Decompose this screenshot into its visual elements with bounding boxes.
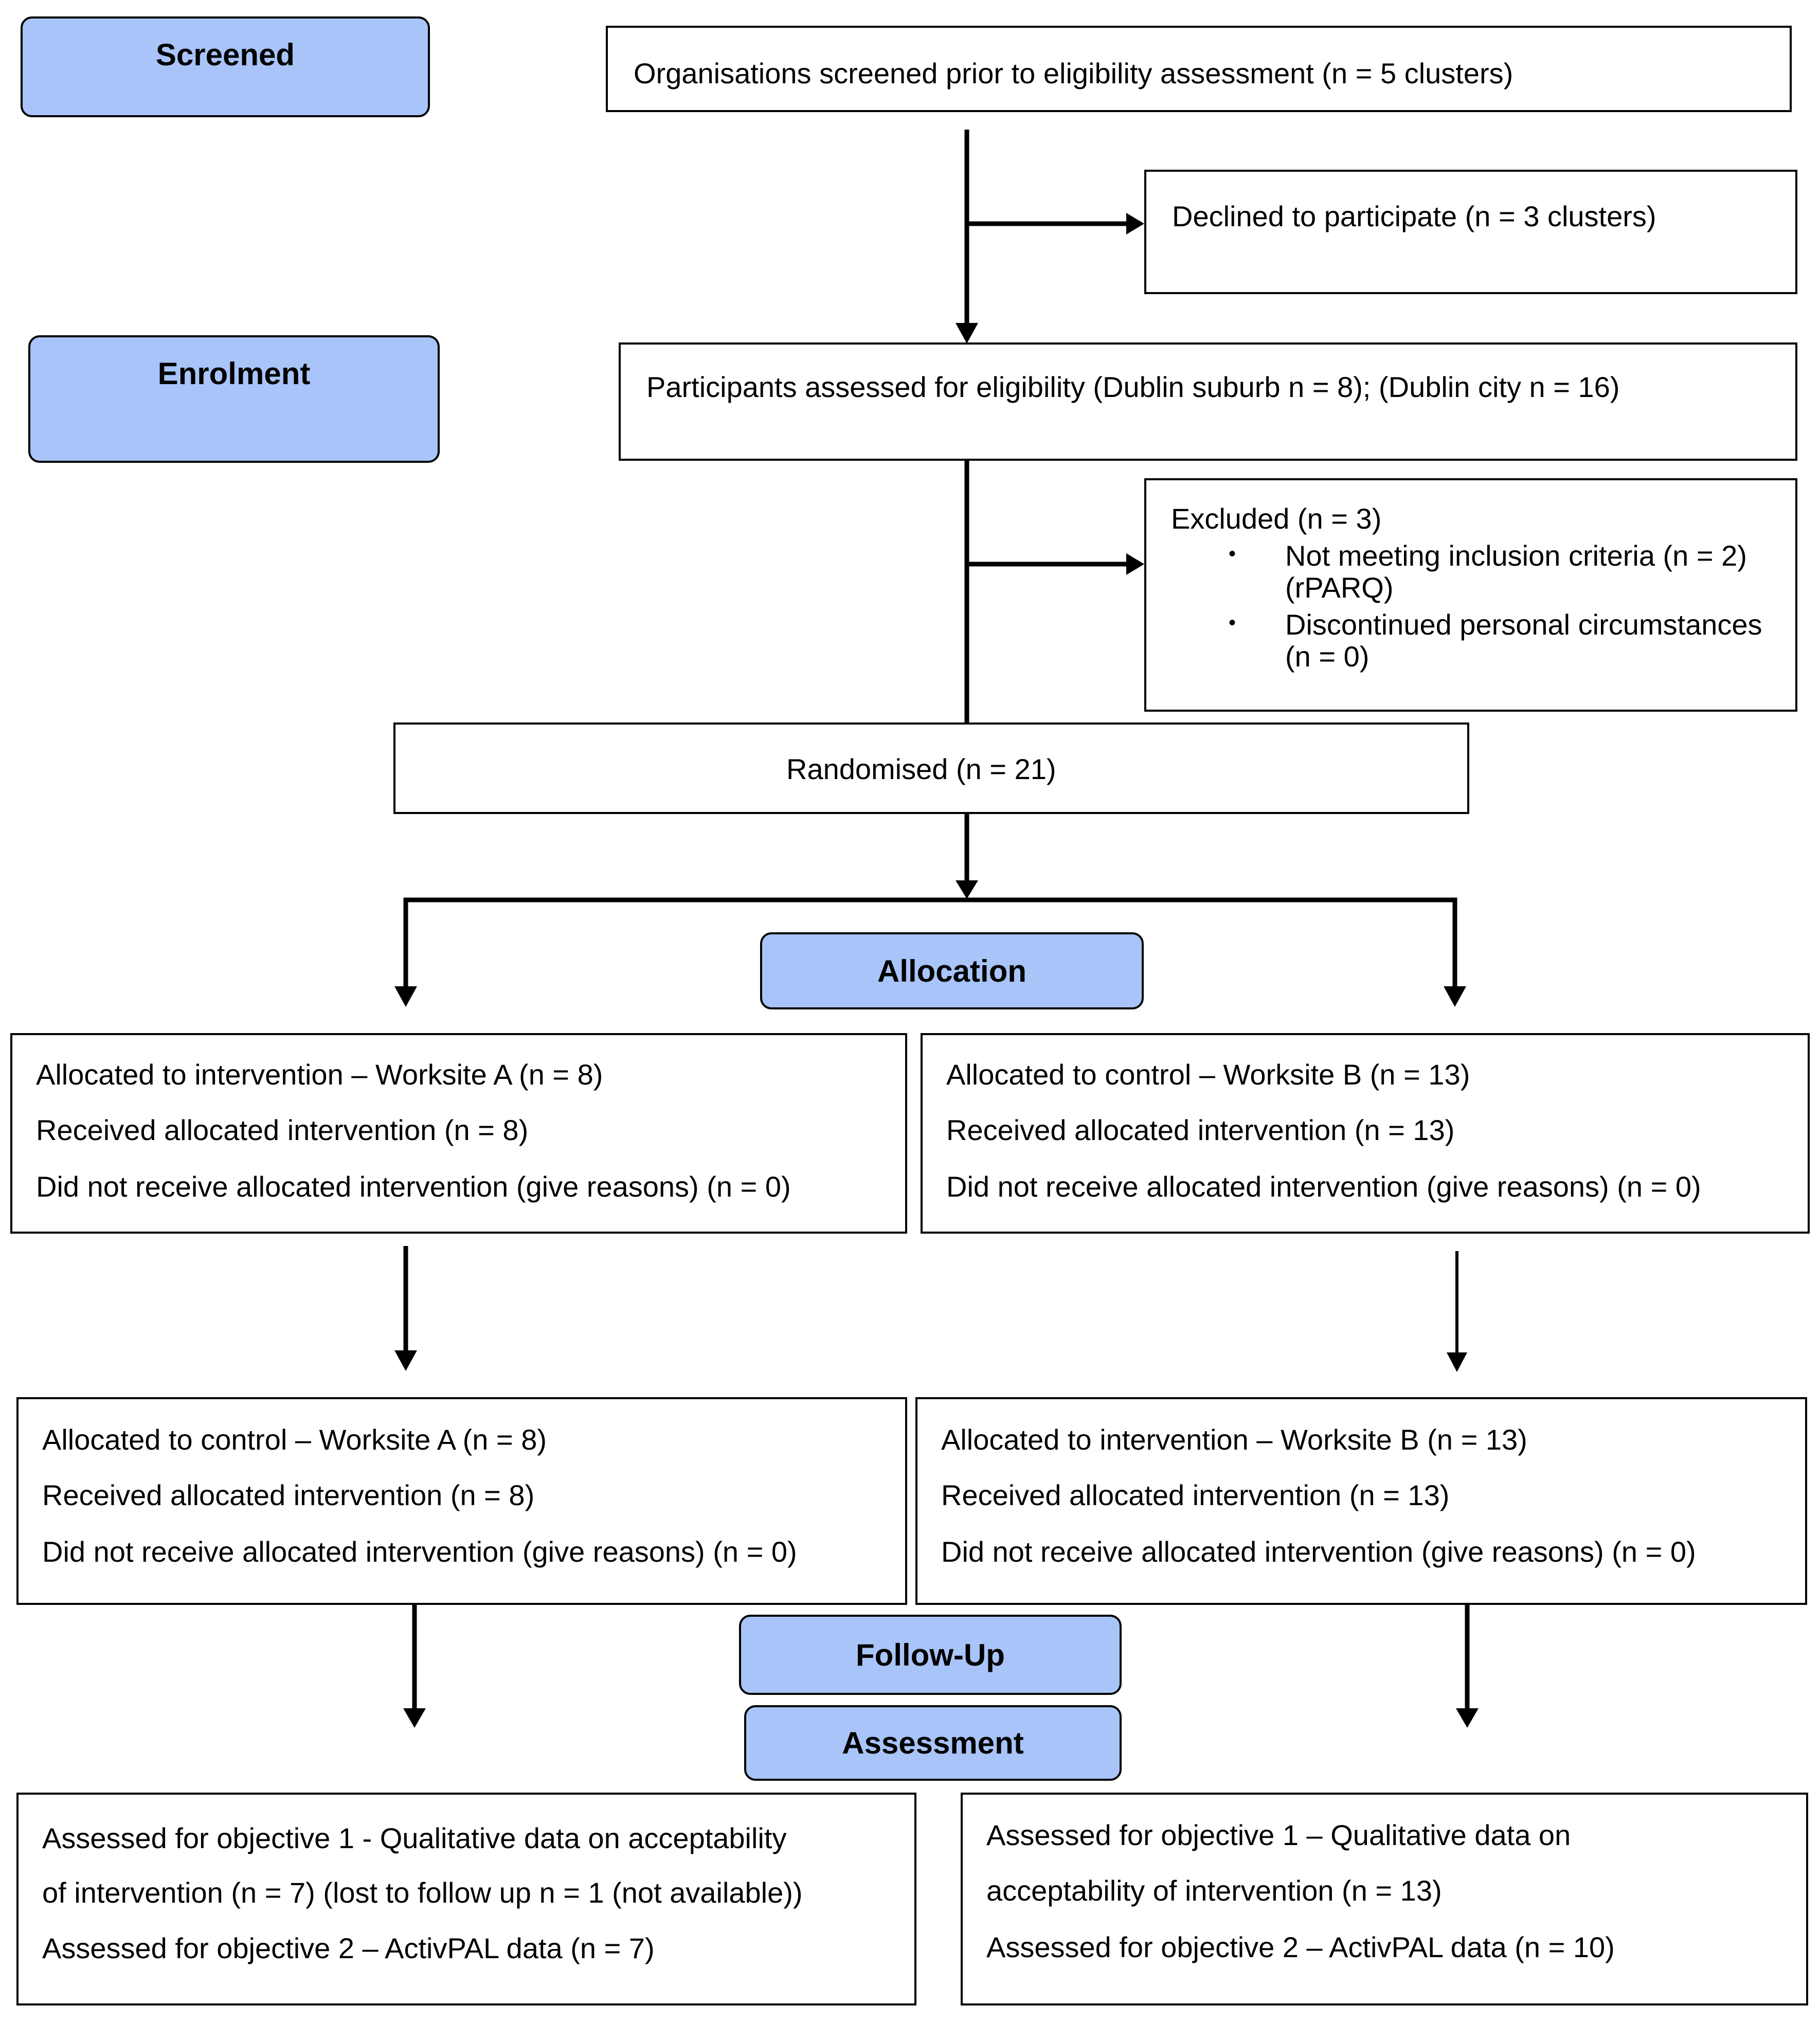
box-alloc-worksite-a: Allocated to intervention – Worksite A (…	[10, 1033, 907, 1234]
cross-b-line-3: Did not receive allocated intervention (…	[941, 1535, 1696, 1568]
excluded-item-2-line-1: Discontinued personal circumstances	[1285, 608, 1762, 641]
cross-b-line-2: Received allocated intervention (n = 13)	[941, 1479, 1450, 1511]
assessed-eligibility-text: Participants assessed for eligibility (D…	[646, 371, 1620, 403]
assess-a-line-1: Assessed for objective 1 - Qualitative d…	[42, 1822, 787, 1854]
arrowhead-declined	[1126, 213, 1144, 234]
alloc-b-line-2: Received allocated intervention (n = 13)	[946, 1114, 1455, 1146]
stage-follow-up: Follow-Up	[739, 1615, 1122, 1695]
assess-a-line-3: Assessed for objective 2 – ActivPAL data…	[42, 1932, 655, 1964]
excluded-bullet-1: •	[1229, 543, 1236, 565]
excluded-bullet-2: •	[1229, 611, 1236, 634]
arrowhead-eligibility	[956, 323, 978, 344]
cross-a-line-2: Received allocated intervention (n = 8)	[42, 1479, 535, 1511]
box-organisations-screened: Organisations screened prior to eligibil…	[606, 26, 1792, 112]
stage-assessment-label: Assessment	[842, 1726, 1024, 1760]
stage-follow-up-label: Follow-Up	[856, 1637, 1005, 1672]
assess-b-line-3: Assessed for objective 2 – ActivPAL data…	[986, 1931, 1615, 1963]
box-crossover-worksite-b: Allocated to intervention – Worksite B (…	[915, 1397, 1807, 1605]
arrowhead-randomised	[956, 880, 978, 899]
arrowhead-alloc-a	[394, 986, 417, 1007]
alloc-b-line-3: Did not receive allocated intervention (…	[946, 1170, 1701, 1203]
arrowhead-alloc-b	[1444, 986, 1466, 1007]
stage-allocation-label: Allocation	[877, 953, 1026, 988]
randomised-text: Randomised (n = 21)	[786, 753, 1056, 785]
stage-allocation: Allocation	[760, 932, 1144, 1009]
arrowhead-assess-b	[1456, 1708, 1479, 1728]
alloc-a-line-3: Did not receive allocated intervention (…	[36, 1170, 791, 1203]
alloc-a-line-1: Allocated to intervention – Worksite A (…	[36, 1058, 603, 1091]
cross-b-line-1: Allocated to intervention – Worksite B (…	[941, 1423, 1527, 1456]
box-assessment-worksite-a: Assessed for objective 1 - Qualitative d…	[16, 1793, 916, 2005]
excluded-item-2-line-2: (n = 0)	[1285, 640, 1369, 673]
box-excluded: Excluded (n = 3) • Not meeting inclusion…	[1144, 478, 1797, 712]
stage-enrolment-label: Enrolment	[157, 356, 311, 391]
assess-a-line-2: of intervention (n = 7) (lost to follow …	[42, 1876, 803, 1909]
excluded-title: Excluded (n = 3)	[1171, 502, 1382, 535]
arrowhead-assess-a	[403, 1708, 426, 1728]
stage-assessment: Assessment	[744, 1705, 1122, 1781]
arrowhead-cross-b	[1447, 1352, 1467, 1372]
cross-a-line-3: Did not receive allocated intervention (…	[42, 1535, 797, 1568]
cross-a-line-1: Allocated to control – Worksite A (n = 8…	[42, 1423, 547, 1456]
stage-enrolment: Enrolment	[28, 335, 440, 463]
excluded-item-1-line-2: (rPARQ)	[1285, 571, 1394, 604]
box-crossover-worksite-a: Allocated to control – Worksite A (n = 8…	[16, 1397, 907, 1605]
stage-screened: Screened	[21, 16, 430, 117]
alloc-a-line-2: Received allocated intervention (n = 8)	[36, 1114, 529, 1146]
arrowhead-cross-a	[394, 1350, 417, 1371]
box-alloc-worksite-b: Allocated to control – Worksite B (n = 1…	[921, 1033, 1810, 1234]
excluded-item-1-line-1: Not meeting inclusion criteria (n = 2)	[1285, 539, 1747, 572]
arrowhead-excluded	[1126, 553, 1144, 575]
box-randomised: Randomised (n = 21)	[393, 722, 1469, 814]
alloc-b-line-1: Allocated to control – Worksite B (n = 1…	[946, 1058, 1470, 1091]
declined-text: Declined to participate (n = 3 clusters)	[1172, 200, 1656, 232]
stage-screened-label: Screened	[155, 38, 295, 72]
assess-b-line-1: Assessed for objective 1 – Qualitative d…	[986, 1819, 1571, 1851]
box-declined: Declined to participate (n = 3 clusters)	[1144, 170, 1797, 294]
box-assessment-worksite-b: Assessed for objective 1 – Qualitative d…	[961, 1793, 1808, 2005]
organisations-screened-text: Organisations screened prior to eligibil…	[634, 57, 1513, 89]
assess-b-line-2: acceptability of intervention (n = 13)	[986, 1874, 1442, 1907]
box-assessed-eligibility: Participants assessed for eligibility (D…	[619, 342, 1797, 461]
